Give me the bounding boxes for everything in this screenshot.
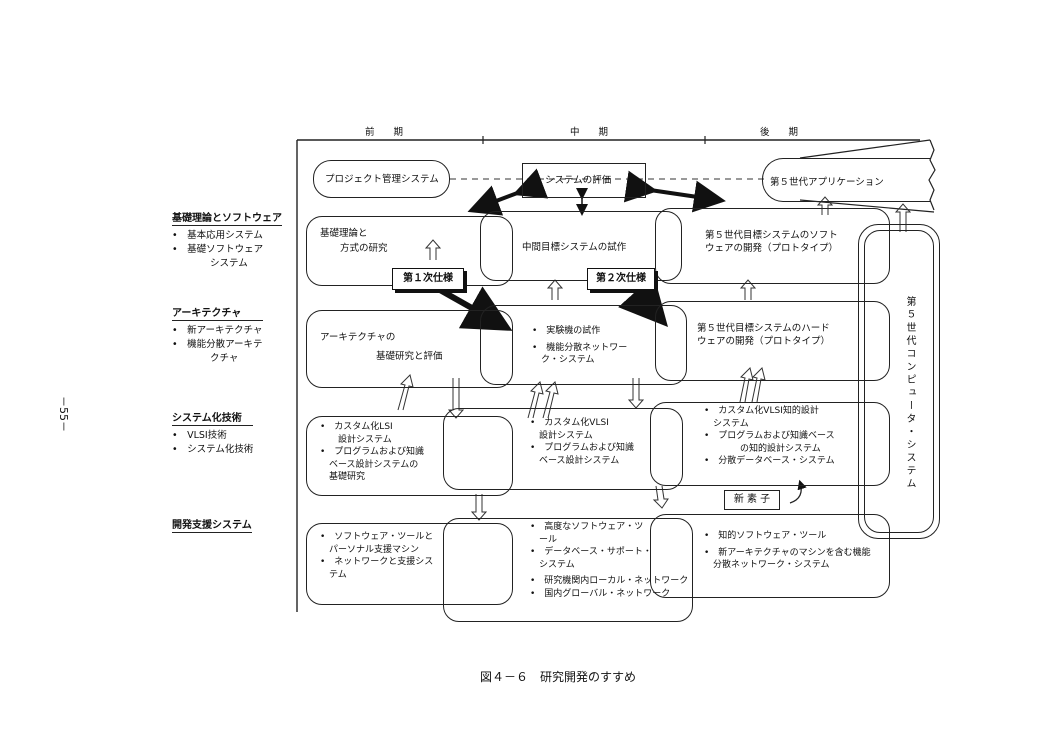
new-element-box: 新 素 子 (724, 490, 780, 510)
row4-c-text: • 知的ソフトウェア・ツール • 新アーキテクチャのマシンを含む機能 分散ネット… (704, 530, 871, 572)
row4-box-a (306, 523, 513, 605)
row1-a-line2: 方式の研究 (340, 243, 388, 254)
row2-c-line2: ウェアの開発（プロトタイプ） (697, 336, 831, 347)
row4-a-text: • ソフトウェア・ツールと パーソナル支援マシン • ネットワークと支援シス テ… (320, 531, 433, 581)
left-heading: 基礎理論とソフトウェア (172, 209, 282, 226)
row3-a-line: • プログラムおよび知識 (320, 447, 425, 457)
row4-b-line: • 国内グローバル・ネットワーク (530, 588, 671, 599)
left-section-architecture: アーキテクチャ • 新アーキテクチャ • 機能分散アーキテ クチャ (172, 304, 263, 366)
left-item: システム (172, 258, 248, 269)
row3-a-line: 基礎研究 (320, 472, 366, 482)
row2-box-a (306, 310, 513, 388)
row2-a-line1: アーキテクチャの (320, 332, 396, 343)
row3-c-line: • 分散データベース・システム (704, 456, 835, 466)
row4-a-line: • ネットワークと支援シス (320, 557, 434, 567)
row3-c-text: • カスタム化VLSI知的設計 システム • プログラムおよび知識ベース の知的… (704, 405, 835, 468)
row4-b-line: システム (530, 559, 575, 570)
row3-a-line: • カスタム化LSI (320, 422, 393, 432)
figure-caption: 図４－６ 研究開発のすすめ (480, 670, 637, 684)
row4-c-line: • 知的ソフトウェア・ツール (704, 531, 827, 541)
row3-box-c (650, 402, 890, 486)
row1-c-line2: ウェアの開発（プロトタイプ） (705, 243, 839, 254)
timeline-early: 前 期 (365, 127, 404, 138)
row2-b-text: • 実験機の試作 • 機能分散ネットワー ク・システム (532, 325, 627, 367)
row3-b-text: • カスタム化VLSI 設計システム • プログラムおよび知識 ベース設計システ… (530, 417, 634, 467)
left-item: • VLSI技術 (172, 430, 227, 441)
row4-a-line: パーソナル支援マシン (320, 544, 420, 555)
row3-a-line: ベース設計システムの (320, 459, 419, 470)
row4-b-line: • 高度なソフトウェア・ツ (530, 522, 644, 532)
left-item: • システム化技術 (172, 444, 254, 455)
row2-b-line: • 実験機の試作 (532, 326, 601, 336)
left-section-systemization: システム化技術 • VLSI技術 • システム化技術 (172, 409, 254, 457)
row1-box-b (480, 211, 682, 281)
left-section-dev-support: 開発支援システム (172, 516, 252, 533)
row2-c-line1: 第５世代目標システムのハード (697, 323, 830, 334)
row4-b-line: ール (530, 534, 558, 545)
row4-a-line: テム (320, 569, 347, 580)
row4-c-line: • 新アーキテクチャのマシンを含む機能 (704, 547, 871, 558)
left-item: • 基礎ソフトウェア (172, 244, 264, 255)
project-mgmt-box (313, 160, 450, 198)
left-item: • 新アーキテクチャ (172, 325, 263, 336)
row4-b-line: • 研究機関内ローカル・ネットワーク (530, 576, 689, 586)
second-spec-tag: 第２次仕様 (587, 268, 655, 290)
row4-box-c (650, 514, 890, 598)
row3-a-text: • カスタム化LSI 設計システム • プログラムおよび知識 ベース設計システム… (320, 421, 424, 484)
row1-box-c (655, 208, 890, 284)
row2-box-b (480, 305, 687, 385)
row2-b-line: ク・システム (532, 355, 595, 365)
fifth-gen-system-inner (864, 230, 934, 533)
row3-c-line: • プログラムおよび知識ベース (704, 431, 835, 441)
row2-b-line: • 機能分散ネットワー (532, 342, 628, 353)
row3-b-line: ベース設計システム (530, 455, 620, 466)
fifth-gen-system-label: 第５世代コンピュータ・システム (904, 296, 915, 491)
row3-box-b (443, 408, 683, 490)
row2-box-c (655, 301, 890, 381)
row3-b-line: 設計システム (530, 430, 593, 441)
row1-c-line1: 第５世代目標システムのソフト (705, 230, 838, 241)
timeline-late: 後 期 (760, 127, 799, 138)
row4-b-line: • データベース・サポート・ (530, 547, 652, 557)
row4-c-line: 分散ネットワーク・システム (704, 560, 830, 570)
left-item: クチャ (172, 353, 239, 364)
left-heading: 開発支援システム (172, 516, 252, 533)
left-heading: アーキテクチャ (172, 304, 263, 321)
row3-b-line: • カスタム化VLSI (530, 418, 609, 428)
row1-a-line1: 基礎理論と (320, 228, 368, 239)
row4-a-line: • ソフトウェア・ツールと (320, 532, 434, 542)
row3-box-a (306, 416, 513, 496)
row3-c-line: システム (704, 418, 749, 429)
system-eval-box (522, 163, 646, 198)
fifth-gen-app-box (762, 158, 931, 202)
left-heading: システム化技術 (172, 409, 254, 426)
fifth-gen-app-label: 第５世代アプリケーション (770, 177, 884, 188)
row4-b-text: • 高度なソフトウェア・ツ ール • データベース・サポート・ システム • 研… (530, 521, 688, 600)
first-spec-tag: 第１次仕様 (392, 268, 464, 290)
row2-a-line2: 基礎研究と評価 (376, 351, 443, 362)
row3-b-line: • プログラムおよび知識 (530, 443, 635, 453)
system-eval-label: システムの評価 (545, 175, 612, 186)
row3-c-line: • カスタム化VLSI知的設計 (704, 406, 819, 416)
project-mgmt-label: プロジェクト管理システム (325, 174, 439, 185)
left-item: • 機能分散アーキテ (172, 339, 263, 350)
row3-a-line: 設計システム (320, 434, 392, 445)
timeline-middle: 中 期 (570, 127, 609, 138)
fifth-gen-system-outer (858, 224, 940, 539)
row1-b-label: 中間目標システムの試作 (522, 242, 627, 253)
left-section-theory: 基礎理論とソフトウェア • 基本応用システム • 基礎ソフトウェア システム (172, 209, 282, 271)
row4-box-b (443, 518, 693, 622)
row3-c-line: の知的設計システム (704, 443, 821, 454)
left-item: • 基本応用システム (172, 230, 263, 241)
